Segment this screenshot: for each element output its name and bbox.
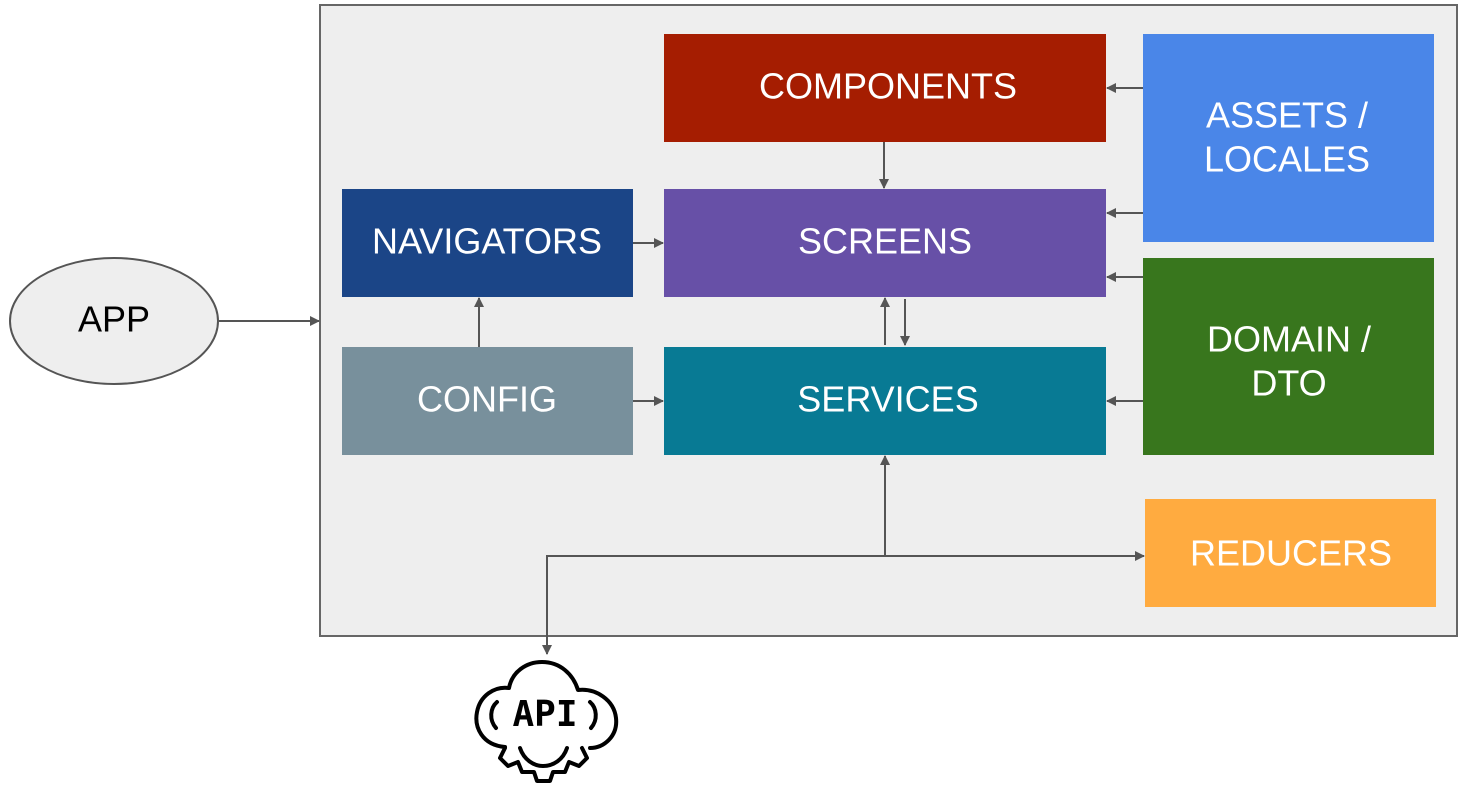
- config-node: CONFIG: [342, 347, 633, 455]
- navigators-label: NAVIGATORS: [372, 221, 602, 262]
- assets-locales-node: ASSETS / LOCALES: [1143, 34, 1434, 242]
- components-label: COMPONENTS: [759, 66, 1017, 107]
- api-node: API: [474, 660, 619, 783]
- navigators-box: [342, 189, 633, 297]
- screens-label: SCREENS: [798, 221, 972, 262]
- services-box: [664, 347, 1106, 455]
- app-node: APP: [9, 257, 219, 385]
- cloud-gear-icon: [474, 660, 619, 783]
- services-label: SERVICES: [797, 379, 978, 420]
- config-label: CONFIG: [417, 379, 557, 420]
- domain-dto-box: [1143, 258, 1434, 455]
- navigators-node: NAVIGATORS: [342, 189, 633, 297]
- domain-dto-label-line1: DOMAIN /: [1207, 319, 1371, 360]
- assets-locales-label-line1: ASSETS /: [1206, 95, 1368, 136]
- edge-junction-to-api: [542, 555, 885, 655]
- api-label: API: [512, 694, 577, 735]
- services-node: SERVICES: [664, 347, 1106, 455]
- components-node: COMPONENTS: [664, 34, 1106, 142]
- reducers-box: [1145, 499, 1436, 607]
- assets-locales-label-line2: LOCALES: [1204, 139, 1370, 180]
- config-box: [342, 347, 633, 455]
- screens-box: [664, 189, 1106, 297]
- components-box: [664, 34, 1106, 142]
- domain-dto-label-line2: DTO: [1251, 363, 1326, 404]
- screens-node: SCREENS: [664, 189, 1106, 297]
- reducers-node: REDUCERS: [1145, 499, 1436, 607]
- app-ellipse: [9, 257, 219, 385]
- reducers-label: REDUCERS: [1190, 533, 1392, 574]
- domain-dto-node: DOMAIN / DTO: [1143, 258, 1434, 455]
- app-label: APP: [78, 299, 150, 340]
- assets-locales-box: [1143, 34, 1434, 242]
